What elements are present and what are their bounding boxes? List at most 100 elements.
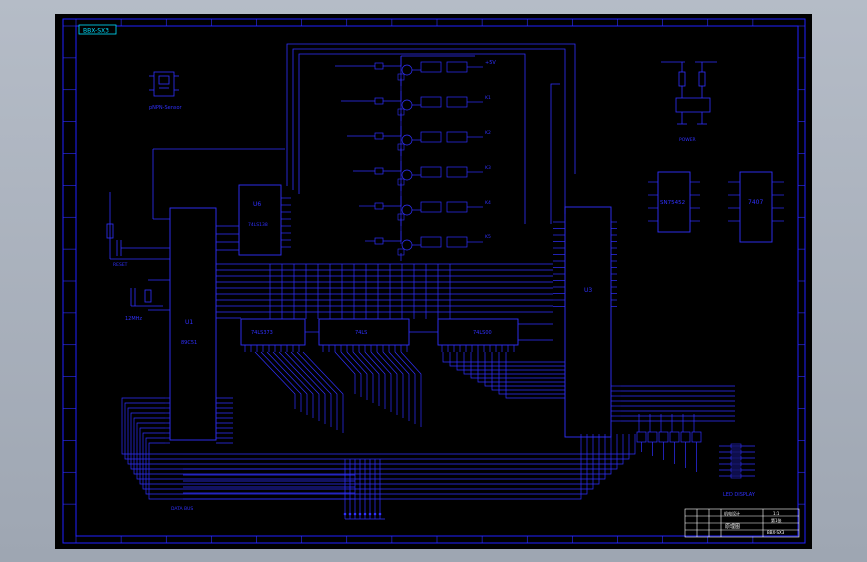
bus-node <box>373 512 377 516</box>
bus-wire <box>145 434 588 495</box>
u1-ref: U1 <box>185 319 193 326</box>
fanout-wire <box>284 351 326 424</box>
bus-wire <box>142 432 594 490</box>
u6-part: 74LS138 <box>248 222 268 228</box>
fanout-wire <box>296 351 338 430</box>
fanout-wire <box>388 351 410 421</box>
fanout-wire <box>340 351 362 397</box>
driver-relay <box>420 236 442 248</box>
fanout-wire <box>394 351 416 424</box>
driver-resistor <box>374 132 384 140</box>
u6-chip[interactable] <box>238 184 282 256</box>
reset-circuit[interactable] <box>106 148 285 260</box>
bus-wire <box>124 402 630 460</box>
fanout-wire <box>505 352 565 399</box>
power-circuit[interactable] <box>661 61 717 125</box>
address-data-bus <box>241 263 553 319</box>
sensor-symbol[interactable] <box>149 71 179 97</box>
driver-relay <box>420 61 442 73</box>
fanout-wire <box>498 352 565 395</box>
bus-node <box>353 512 357 516</box>
fanout-wire <box>442 352 565 363</box>
title-school: 机电设计 <box>724 510 740 516</box>
driver-relay <box>446 61 468 73</box>
driver-label-k3: K3 <box>485 165 491 171</box>
fanout-wire <box>477 352 565 383</box>
grid-marks <box>63 19 805 543</box>
bus-wire <box>130 412 618 470</box>
u3-chip[interactable] <box>564 206 612 438</box>
driver-relay <box>446 131 468 143</box>
outer-border <box>62 18 806 544</box>
drawing-tab-label: BBX-SX3 <box>83 28 109 35</box>
led-digit <box>680 431 691 443</box>
u6-pins <box>216 197 291 251</box>
fanout-wire <box>470 352 565 379</box>
u7-part: SN75452 <box>660 200 685 206</box>
driver-transistor <box>401 134 413 146</box>
driver-transistor <box>401 169 413 181</box>
fanout-wire <box>491 352 565 391</box>
driver-resistor <box>374 237 384 245</box>
bus-node <box>343 512 347 516</box>
u1-part: 89C51 <box>181 340 197 346</box>
bus-node <box>358 512 362 516</box>
fanout-wire <box>352 351 374 403</box>
fanout-wire <box>278 351 320 421</box>
fanout-wiring <box>254 351 565 433</box>
led-display[interactable] <box>636 431 755 479</box>
u3-pins <box>553 221 621 422</box>
driver-transistor <box>401 239 413 251</box>
fanout-wire <box>358 351 380 406</box>
driver-stage[interactable] <box>335 55 483 261</box>
crystal-circuit[interactable] <box>130 279 170 311</box>
fanout-wire <box>376 351 398 415</box>
led-key <box>730 455 742 461</box>
inner-frame <box>75 25 799 537</box>
u8-pins <box>728 181 784 222</box>
output-lines <box>621 385 735 432</box>
led-digit <box>669 431 680 443</box>
reset-caption: RESET <box>113 262 128 268</box>
fanout-wire <box>484 352 565 387</box>
title-drawing-no: BBX-SX3 <box>767 530 785 535</box>
bus-caption: DATA BUS <box>171 506 193 512</box>
bus-wire <box>121 397 636 455</box>
fanout-wire <box>382 351 404 418</box>
bus-wire <box>127 407 624 465</box>
driver-label-k4: K4 <box>485 200 491 206</box>
driver-resistor <box>374 62 384 70</box>
fanout-wire <box>400 351 422 427</box>
driver-resistor <box>374 167 384 175</box>
led-key <box>730 467 742 473</box>
fanout-wire <box>456 352 565 371</box>
u5-ref: 74LS <box>355 330 367 336</box>
u2-part: 74LS00 <box>473 330 492 336</box>
u3-ref: U3 <box>584 287 592 294</box>
schematic-canvas[interactable]: BBX-SX3 pNPN-Sensor U1 89C51 <box>55 14 812 549</box>
fanout-wire <box>463 352 565 375</box>
top-bus <box>286 43 576 224</box>
u8-chip[interactable] <box>739 171 773 243</box>
bottom-bus <box>121 397 636 520</box>
driver-label-vcc: +5V <box>485 60 496 66</box>
fanout-wire <box>290 351 332 427</box>
u7-chip[interactable] <box>657 171 691 233</box>
title-block[interactable] <box>684 508 800 538</box>
bus-wire <box>139 427 600 485</box>
led-key <box>730 443 742 449</box>
fanout-wire <box>370 351 392 412</box>
driver-relay <box>446 166 468 178</box>
driver-relay <box>420 201 442 213</box>
bus-node <box>348 512 352 516</box>
driver-transistor <box>401 204 413 216</box>
driver-relay <box>420 96 442 108</box>
fanout-wire <box>260 351 302 412</box>
drawing-tab[interactable] <box>78 24 117 35</box>
title-name: 原理图 <box>725 524 740 530</box>
bus-node <box>368 512 372 516</box>
u7-pins <box>648 181 700 222</box>
u1-chip[interactable] <box>169 207 217 441</box>
u1-pins <box>165 263 241 444</box>
